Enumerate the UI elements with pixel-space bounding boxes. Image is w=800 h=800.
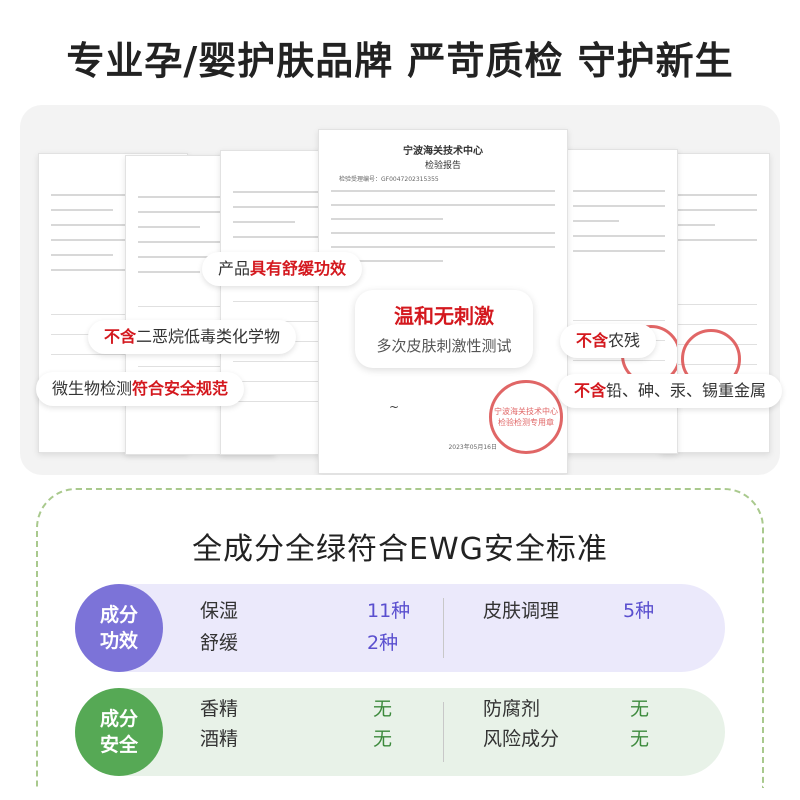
tag-mild: 温和无刺激 多次皮肤刺激性测试 [355,290,533,368]
tag-highlight: 符合安全规范 [132,379,229,398]
tag-text: 产品 [218,259,251,278]
report-org: 宁波海关技术中心 [403,146,483,157]
badge-line-1: 成分 [99,708,138,730]
badge-line-2: 安全 [99,734,138,756]
tag-highlight: 不含 [104,327,137,346]
tag-mild-title: 温和无刺激 [394,304,494,328]
ewg-card [36,488,764,788]
safety-value: 无 [630,698,650,720]
safety-name: 酒精 [200,728,239,750]
efficacy-name: 保湿 [200,600,239,622]
headline: 专业孕/婴护肤品牌 严苛质检 守护新生 [66,39,734,83]
tag-mild-subtitle: 多次皮肤刺激性测试 [376,337,512,355]
report-page-4 [560,149,678,454]
safety-name: 风险成分 [483,728,560,750]
efficacy-name: 皮肤调理 [483,600,560,622]
tag-pesticide: 不含农残 [560,324,657,358]
safety-name: 防腐剂 [483,698,541,720]
report-title: 检验报告 [424,161,461,171]
badge-line-1: 成分 [99,604,138,626]
efficacy-value: 5种 [623,600,655,622]
report-number: 检验受理编号：GF0047202315355 [339,176,439,183]
tag-highlight: 具有舒缓功效 [250,259,347,278]
tag-text: 农残 [608,331,641,350]
tag-text: 二恶烷低毒类化学物 [136,327,281,346]
safety-value: 无 [630,728,650,750]
tag-highlight: 不含 [576,331,609,350]
efficacy-value: 2种 [367,632,399,654]
badge-line-2: 功效 [99,630,138,652]
tag-text: 微生物检测 [52,379,133,398]
efficacy-badge: 成分功效 [75,584,163,672]
efficacy-value: 11种 [367,600,411,622]
efficacy-row: 成分功效 保湿 11种 舒缓 2种 皮肤调理 5种 [75,584,725,672]
safety-value: 无 [373,698,393,720]
tag-heavy-metals: 不含铅、砷、汞、锡重金属 [558,374,783,408]
tag-highlight: 不含 [574,381,607,400]
safety-row: 成分安全 香精 无 酒精 无 防腐剂 无 风险成分 无 [75,688,725,776]
safety-value: 无 [373,728,393,750]
signature: ~ [389,400,400,414]
tag-soothing: 产品具有舒缓功效 [202,252,363,286]
safety-name: 香精 [200,698,239,720]
divider [443,702,444,762]
ewg-title: 全成分全绿符合EWG安全标准 [192,532,608,567]
tag-microbial: 微生物检测符合安全规范 [36,372,245,406]
stamp-seal: 宁波海关技术中心 检验检测专用章 [489,380,563,454]
divider [443,598,444,658]
tag-dioxane: 不含二恶烷低毒类化学物 [88,320,297,354]
safety-badge: 成分安全 [75,688,163,776]
tag-text: 铅、砷、汞、锡重金属 [606,381,767,400]
report-date: 2023年05月16日 [448,444,497,451]
efficacy-name: 舒缓 [200,632,239,654]
